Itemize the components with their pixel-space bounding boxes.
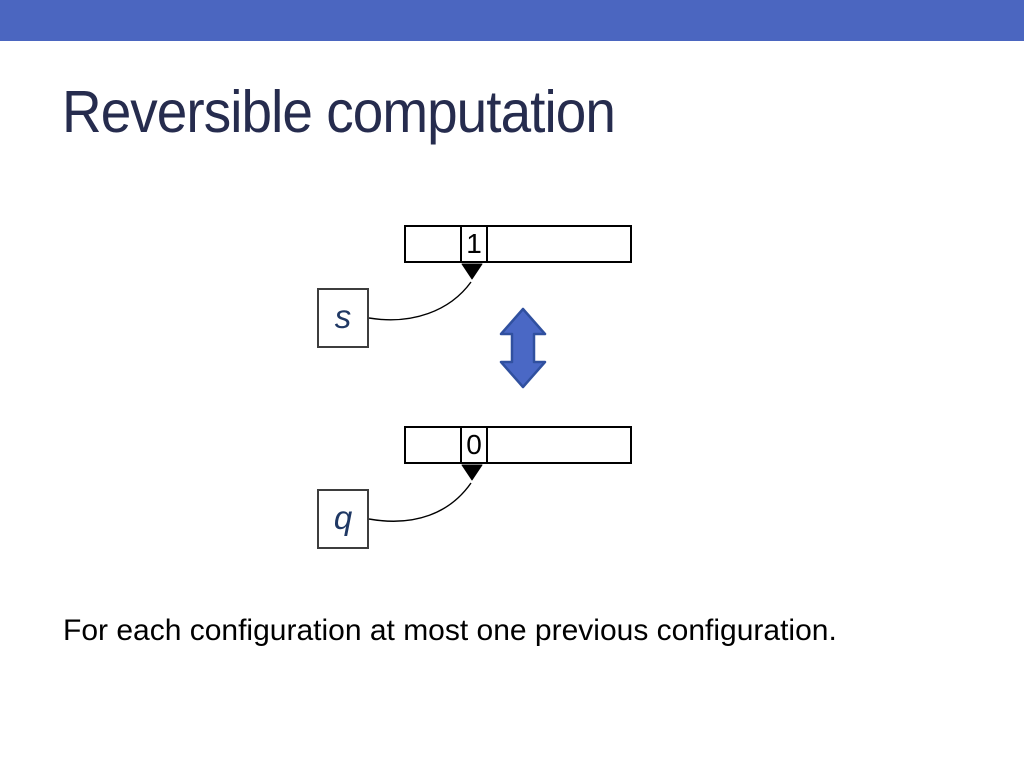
tape-bottom-cell-2 [488, 428, 630, 462]
state-box-s: s [317, 288, 369, 348]
state-connector-bottom [368, 482, 472, 522]
tape-head-top-icon [461, 263, 483, 280]
tape-bottom: 0 [404, 426, 632, 464]
slide-title: Reversible computation [62, 79, 616, 145]
tape-top: 1 [404, 225, 632, 263]
tape-top-cell-2 [488, 227, 630, 261]
tape-bottom-cell-1: 0 [460, 428, 488, 462]
state-label-s: s [334, 297, 352, 335]
tape-top-cell-0 [406, 227, 460, 261]
state-box-q: q [317, 489, 369, 549]
tape-top-cell-1: 1 [460, 227, 488, 261]
tape-head-bottom-icon [461, 464, 483, 481]
state-connector-top [368, 281, 472, 321]
caption-text: For each configuration at most one previ… [63, 614, 837, 647]
state-label-q: q [333, 498, 353, 536]
double-arrow-icon [499, 307, 547, 389]
header-bar [0, 0, 1024, 41]
tape-bottom-cell-0 [406, 428, 460, 462]
